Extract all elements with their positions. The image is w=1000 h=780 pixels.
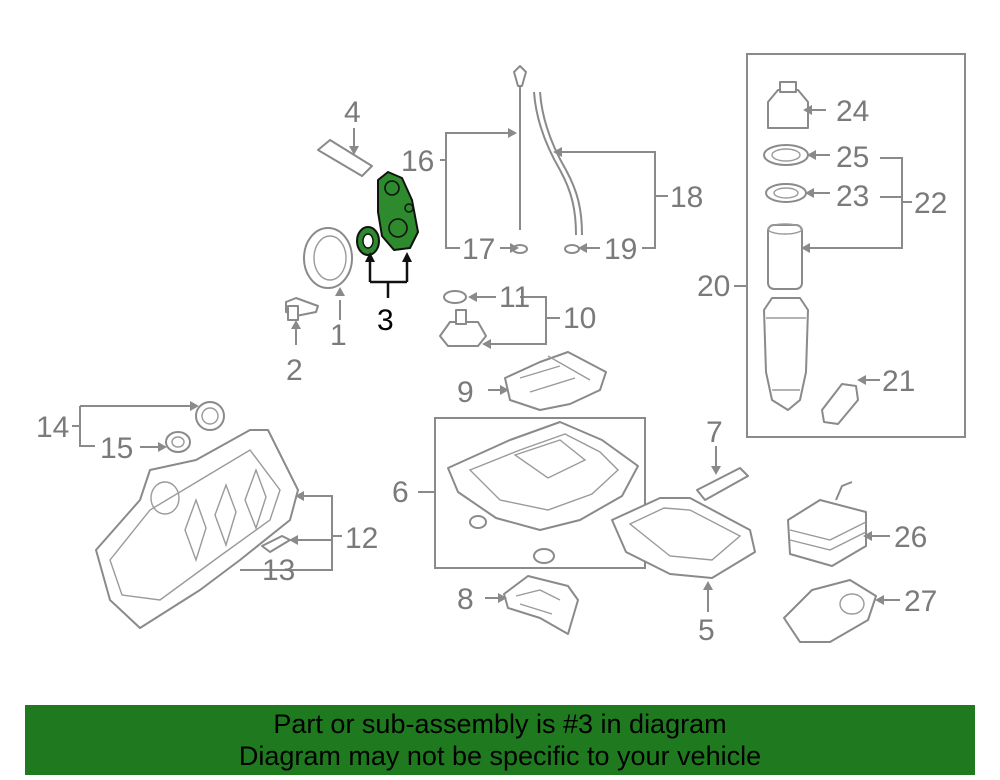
callout-16: 16: [401, 145, 434, 178]
oil-filter-group: [734, 81, 912, 425]
part-10-11-sensor: [439, 290, 560, 349]
callout-10: 10: [563, 302, 596, 335]
part-9-baffle: [488, 351, 607, 411]
callout-19: 19: [604, 233, 637, 266]
callout-26: 26: [894, 521, 927, 554]
callout-2: 2: [286, 354, 303, 387]
part-27-gasket: [783, 579, 900, 643]
part-5-oil-pan-lower: [611, 497, 756, 612]
callout-8: 8: [457, 583, 474, 616]
dipstick-parts: [440, 65, 668, 254]
callout-13: 13: [262, 554, 295, 587]
callout-11: 11: [499, 281, 530, 314]
callout-21: 21: [882, 365, 915, 398]
oil-filter-group-box: [746, 53, 966, 438]
callout-18: 18: [670, 181, 703, 214]
part-7-gasket: [696, 446, 749, 501]
part-4-strip: [317, 128, 373, 177]
callout-17: 17: [462, 233, 495, 266]
part-2-bolt: [285, 297, 319, 345]
callout-25: 25: [836, 141, 869, 174]
callout-9: 9: [457, 376, 474, 409]
callout-5: 5: [698, 614, 715, 647]
valve-cover-assembly: [72, 401, 342, 629]
notice-line-1: Part or sub-assembly is #3 in diagram: [273, 709, 727, 739]
callout-1: 1: [330, 319, 347, 352]
notice-banner: Part or sub-assembly is #3 in diagram Di…: [25, 705, 975, 775]
callout-15: 15: [100, 432, 133, 465]
callout-14: 14: [36, 411, 69, 444]
callout-24: 24: [836, 95, 869, 128]
parts-diagram: 1 2 3 4 5 6 7 8 9 10 11 12 13 14 15 16 1…: [36, 53, 966, 647]
part-8-bracket: [485, 575, 579, 635]
notice-line-2: Diagram may not be specific to your vehi…: [238, 741, 762, 771]
part-3-highlighted-cover: [356, 171, 419, 298]
callout-3: 3: [377, 304, 394, 337]
callout-6: 6: [392, 476, 409, 509]
callout-20: 20: [697, 270, 730, 303]
part-1-seal: [303, 227, 353, 320]
callout-4: 4: [344, 96, 361, 129]
callout-22: 22: [914, 187, 947, 220]
callout-7: 7: [706, 416, 723, 449]
part-26-oil-cooler: [787, 481, 890, 567]
callout-12: 12: [345, 522, 378, 555]
callout-27: 27: [904, 585, 937, 618]
part-6-oil-pan-upper: [418, 421, 639, 564]
callout-23: 23: [836, 180, 869, 213]
